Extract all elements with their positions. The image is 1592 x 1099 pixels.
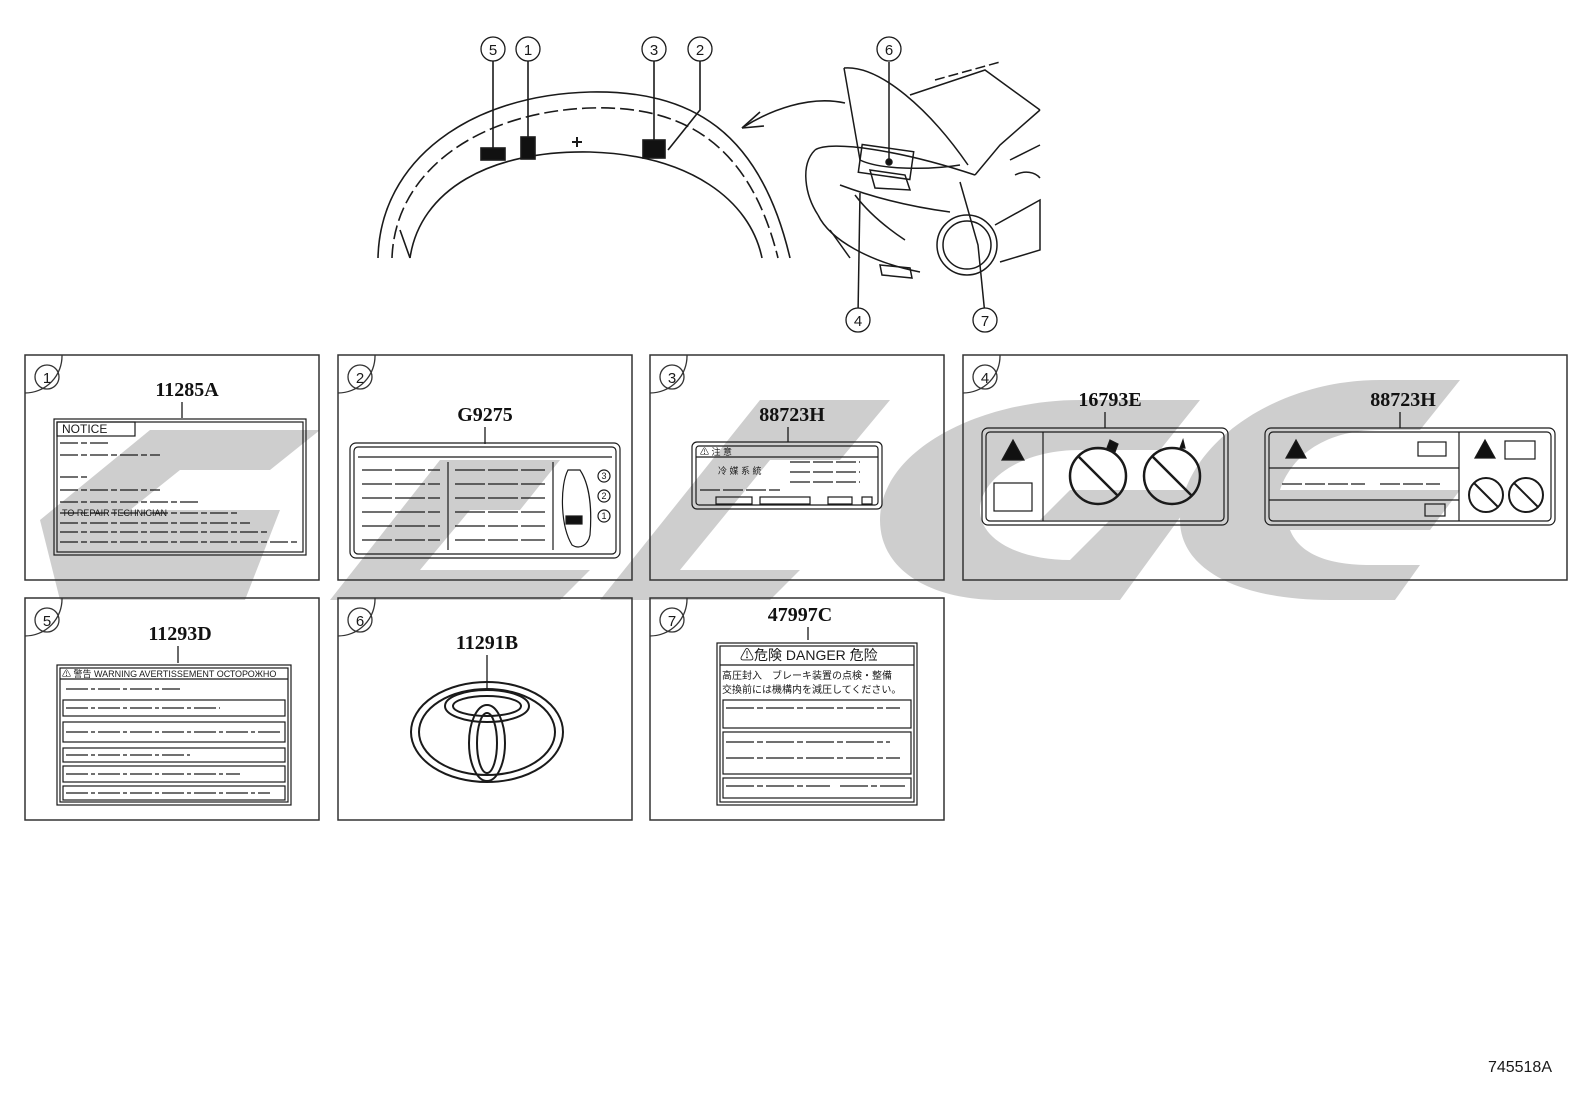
callout-6: 6 xyxy=(885,42,893,59)
part-number-47997C: 47997C xyxy=(768,604,832,626)
label-88723H-refrigerant: 冷 媒 系 統 xyxy=(718,465,762,476)
part-number-11293D: 11293D xyxy=(148,623,211,645)
part-number-11285A: 11285A xyxy=(155,379,219,401)
label-11285A-technician: TO REPAIR TECHNICIAN xyxy=(62,508,167,518)
panel-index-4: 4 xyxy=(981,370,989,387)
label-G9275-seat-3: 3 xyxy=(601,471,606,481)
part-number-16793E: 16793E xyxy=(1078,389,1141,411)
callout-2: 2 xyxy=(696,42,704,59)
label-11293D-warning: ⚠ 警告 WARNING AVERTISSEMENT ОСТОРОЖНО xyxy=(62,668,276,679)
panel-index-3: 3 xyxy=(668,370,676,387)
hood-underside-view xyxy=(377,60,791,259)
panel-index-5: 5 xyxy=(43,613,51,630)
label-47997C-line-2: 交換前には機構内を減圧してください。 xyxy=(722,683,901,696)
diagram-code: 745518A xyxy=(1488,1059,1552,1076)
callout-7: 7 xyxy=(981,313,989,330)
callout-5: 5 xyxy=(489,42,497,59)
part-number-88723H-b: 88723H xyxy=(1370,389,1436,411)
label-3-2-marker xyxy=(642,139,666,159)
label-47997C-line-1: 高圧封入 ブレーキ装置の点検・整備 xyxy=(722,669,892,682)
label-G9275 xyxy=(349,442,621,559)
label-88723H xyxy=(691,441,883,510)
label-G9275-seat-2: 2 xyxy=(601,491,606,501)
label-11293D xyxy=(56,664,292,806)
label-G9275-seat-1: 1 xyxy=(601,511,606,521)
label-16793E xyxy=(981,427,1229,526)
panel-index-1: 1 xyxy=(43,370,51,387)
callout-4: 4 xyxy=(854,313,862,330)
panel-index-marks xyxy=(24,354,1001,637)
panel-frames xyxy=(24,354,1568,821)
label-5-marker xyxy=(480,147,506,161)
label-11285A xyxy=(53,418,307,556)
panel-index-7: 7 xyxy=(668,613,676,630)
label-11285A-notice: NOTICE xyxy=(62,422,107,436)
label-88723H-caution: ⚠ 注 意 xyxy=(700,446,732,457)
watermark xyxy=(40,380,1460,600)
label-1-marker xyxy=(520,136,536,160)
label-88723H-b xyxy=(1264,427,1556,526)
toyota-emblem xyxy=(410,681,564,783)
part-number-G9275: G9275 xyxy=(457,404,513,426)
label-47997C xyxy=(716,642,918,806)
callout-1: 1 xyxy=(524,42,532,59)
part-number-11291B: 11291B xyxy=(456,632,518,654)
label-47997C-danger: ⚠危険 DANGER 危险 xyxy=(740,647,878,663)
car-front-view xyxy=(805,61,1041,316)
part-number-88723H: 88723H xyxy=(759,404,825,426)
callout-3: 3 xyxy=(650,42,658,59)
panel-index-2: 2 xyxy=(356,370,364,387)
top-callouts xyxy=(480,36,998,333)
panel-index-6: 6 xyxy=(356,613,364,630)
direction-arrow xyxy=(741,99,846,129)
